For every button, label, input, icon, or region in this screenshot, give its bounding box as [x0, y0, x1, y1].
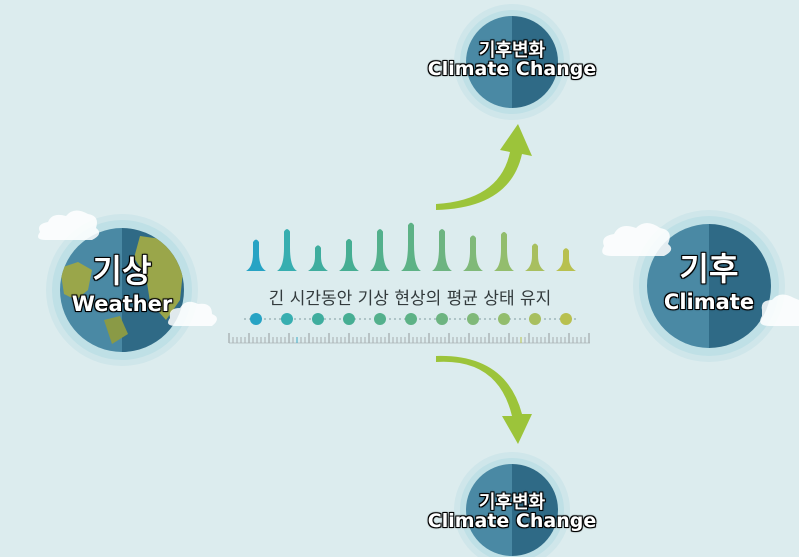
timeline-dot [560, 313, 572, 325]
climate-change-top-en: Climate Change [427, 58, 597, 80]
timeline-dot [343, 313, 355, 325]
timeline-dot [312, 313, 324, 325]
weather-bar [556, 248, 576, 271]
climate-change-bottom-globe [454, 452, 570, 557]
weather-bar [463, 235, 483, 271]
weather-bar [339, 239, 359, 271]
climate-change-bottom-en: Climate Change [427, 510, 597, 532]
climate-change-bottom-ko: 기후변화 [478, 492, 546, 513]
weather-bar [246, 239, 266, 271]
weather-bar [525, 243, 545, 271]
weather-globe [38, 210, 217, 366]
caption-text: 긴 시간동안 기상 현상의 평균 상태 유지 [268, 289, 552, 309]
timeline-dot [467, 313, 479, 325]
climate-title-en: Climate [663, 290, 755, 314]
climate-title-ko: 기후 [679, 250, 739, 288]
climate-change-top-ko: 기후변화 [478, 40, 546, 61]
timeline-dot [374, 313, 386, 325]
timeline-dot [281, 313, 293, 325]
weather-bar [370, 229, 390, 271]
weather-bars [246, 222, 576, 271]
climate-globe [602, 210, 799, 362]
arrow-up [436, 124, 532, 210]
timeline-dot [250, 313, 262, 325]
weather-bar [277, 229, 297, 271]
timeline-dot [498, 313, 510, 325]
arrow-down [436, 355, 532, 444]
climate-change-top-globe [454, 4, 570, 120]
weather-title-en: Weather [71, 292, 173, 316]
timeline-dot [436, 313, 448, 325]
timeline-dot [529, 313, 541, 325]
dots-timeline [244, 313, 578, 325]
weather-bar [401, 222, 421, 271]
timeline-dot [405, 313, 417, 325]
weather-bar [432, 229, 452, 271]
weather-bar [494, 232, 514, 271]
weather-bar [308, 245, 328, 271]
weather-title-ko: 기상 [92, 252, 152, 290]
time-ruler [228, 333, 590, 344]
